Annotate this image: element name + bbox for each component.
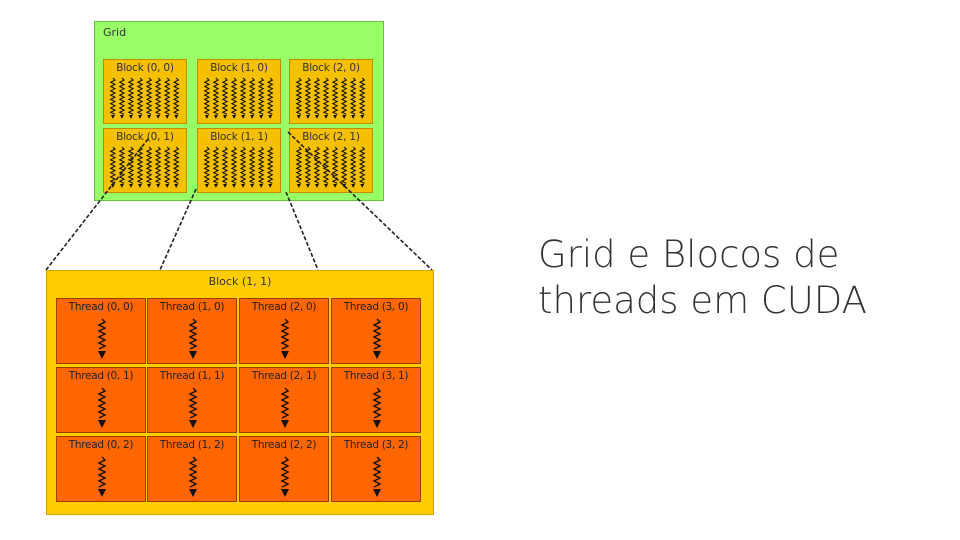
thread-2-0: Thread (2, 0) bbox=[239, 298, 329, 364]
thread-label: Thread (0, 1) bbox=[68, 370, 134, 382]
thread-label: Thread (3, 0) bbox=[343, 301, 409, 313]
thread-arrow-icon bbox=[280, 456, 290, 497]
thread-0-0: Thread (0, 0) bbox=[56, 298, 146, 364]
thread-0-1: Thread (0, 1) bbox=[56, 367, 146, 433]
detail-block: Block (1, 1) Thread (0, 0) Thread (1, 0)… bbox=[46, 270, 434, 515]
thread-label: Thread (3, 2) bbox=[343, 439, 409, 451]
thread-squiggles-icon bbox=[109, 146, 180, 188]
thread-0-2: Thread (0, 2) bbox=[56, 436, 146, 502]
thread-3-0: Thread (3, 0) bbox=[331, 298, 421, 364]
thread-1-2: Thread (1, 2) bbox=[147, 436, 237, 502]
thread-arrow-icon bbox=[280, 318, 290, 359]
thread-arrow-icon bbox=[280, 387, 290, 428]
block-label: Block (0, 0) bbox=[116, 62, 174, 74]
thread-label: Thread (3, 1) bbox=[343, 370, 409, 382]
thread-label: Thread (2, 1) bbox=[251, 370, 317, 382]
thread-squiggles-icon bbox=[203, 77, 274, 119]
block-label: Block (2, 0) bbox=[302, 62, 360, 74]
thread-arrow-icon bbox=[188, 456, 198, 497]
thread-arrow-icon bbox=[188, 318, 198, 359]
thread-label: Thread (1, 2) bbox=[159, 439, 225, 451]
block-label: Block (1, 0) bbox=[210, 62, 268, 74]
thread-label: Thread (0, 2) bbox=[68, 439, 134, 451]
thread-label: Thread (2, 2) bbox=[251, 439, 317, 451]
slide-title-line-2: threads em CUDA bbox=[538, 279, 867, 322]
thread-1-0: Thread (1, 0) bbox=[147, 298, 237, 364]
thread-arrow-icon bbox=[97, 456, 107, 497]
block-1-1: Block (1, 1) bbox=[197, 128, 281, 193]
grid-container: Grid Block (0, 0) Block (1, 0) Block (2,… bbox=[94, 21, 384, 201]
thread-1-1: Thread (1, 1) bbox=[147, 367, 237, 433]
block-0-1: Block (0, 1) bbox=[103, 128, 187, 193]
block-1-0: Block (1, 0) bbox=[197, 59, 281, 124]
thread-arrow-icon bbox=[372, 456, 382, 497]
detail-block-title: Block (1, 1) bbox=[208, 275, 272, 288]
block-label: Block (2, 1) bbox=[302, 131, 360, 143]
grid-title: Grid bbox=[103, 26, 127, 39]
block-0-0: Block (0, 0) bbox=[103, 59, 187, 124]
block-label: Block (1, 1) bbox=[210, 131, 268, 143]
thread-arrow-icon bbox=[97, 318, 107, 359]
block-2-1: Block (2, 1) bbox=[289, 128, 373, 193]
thread-squiggles-icon bbox=[295, 77, 366, 119]
thread-3-2: Thread (3, 2) bbox=[331, 436, 421, 502]
thread-arrow-icon bbox=[97, 387, 107, 428]
thread-2-1: Thread (2, 1) bbox=[239, 367, 329, 433]
thread-arrow-icon bbox=[372, 318, 382, 359]
thread-3-1: Thread (3, 1) bbox=[331, 367, 421, 433]
thread-arrow-icon bbox=[372, 387, 382, 428]
thread-squiggles-icon bbox=[295, 146, 366, 188]
thread-label: Thread (0, 0) bbox=[68, 301, 134, 313]
slide-title-line-1: Grid e Blocos de bbox=[538, 233, 840, 276]
thread-label: Thread (2, 0) bbox=[251, 301, 317, 313]
thread-squiggles-icon bbox=[203, 146, 274, 188]
block-2-0: Block (2, 0) bbox=[289, 59, 373, 124]
thread-label: Thread (1, 1) bbox=[159, 370, 225, 382]
thread-label: Thread (1, 0) bbox=[159, 301, 225, 313]
slide-title: Grid e Blocos de threads em CUDA bbox=[538, 232, 938, 324]
thread-2-2: Thread (2, 2) bbox=[239, 436, 329, 502]
thread-arrow-icon bbox=[188, 387, 198, 428]
block-label: Block (0, 1) bbox=[116, 131, 174, 143]
thread-squiggles-icon bbox=[109, 77, 180, 119]
